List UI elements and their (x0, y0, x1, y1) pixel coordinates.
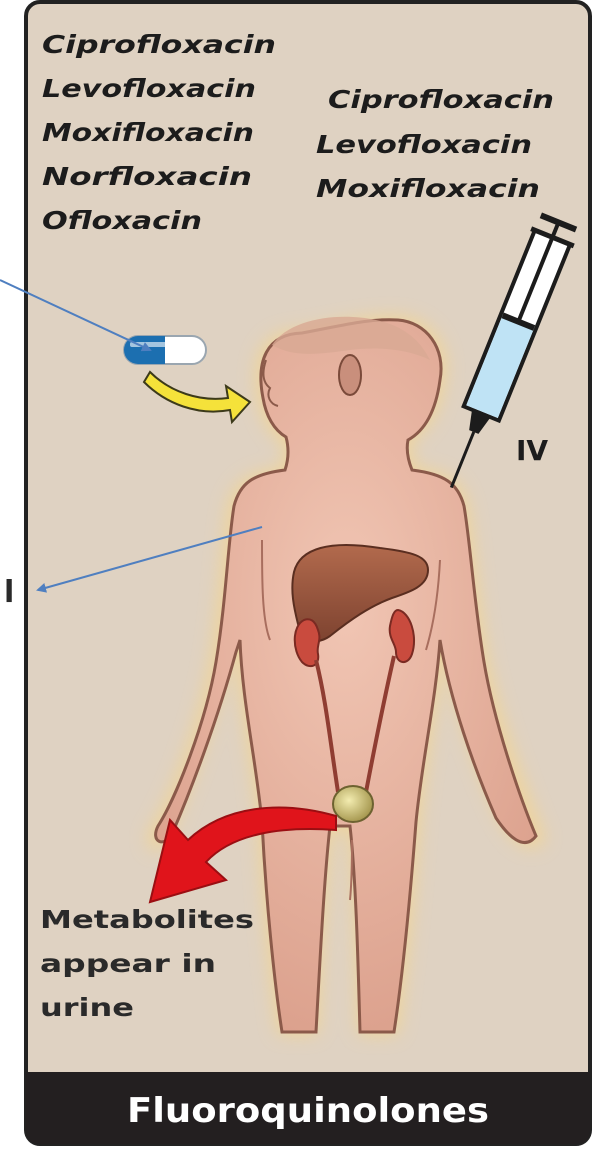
capsule-icon (124, 336, 206, 364)
metabolites-line: appear in (40, 949, 216, 978)
oral-drug-item: Ofloxacin (42, 206, 202, 235)
oral-drug-item: Moxifloxacin (42, 118, 254, 147)
metabolites-line: urine (40, 993, 134, 1022)
bladder (333, 786, 373, 822)
cropped-letter: l (4, 575, 14, 610)
iv-label: IV (516, 434, 548, 467)
metabolites-line: Metabolites (40, 905, 254, 934)
iv-drug-list: Ciprofloxacin Levofloxacin Moxifloxacin (316, 85, 554, 203)
ear (339, 355, 361, 395)
iv-drug-item: Moxifloxacin (316, 174, 540, 203)
iv-drug-item: Ciprofloxacin (328, 85, 554, 114)
oral-drug-item: Norfloxacin (42, 162, 252, 191)
iv-drug-item: Levofloxacin (316, 130, 532, 159)
oral-drug-item: Levofloxacin (42, 74, 256, 103)
oral-drug-item: Ciprofloxacin (42, 30, 276, 59)
footer-title: Fluoroquinolones (127, 1091, 489, 1131)
